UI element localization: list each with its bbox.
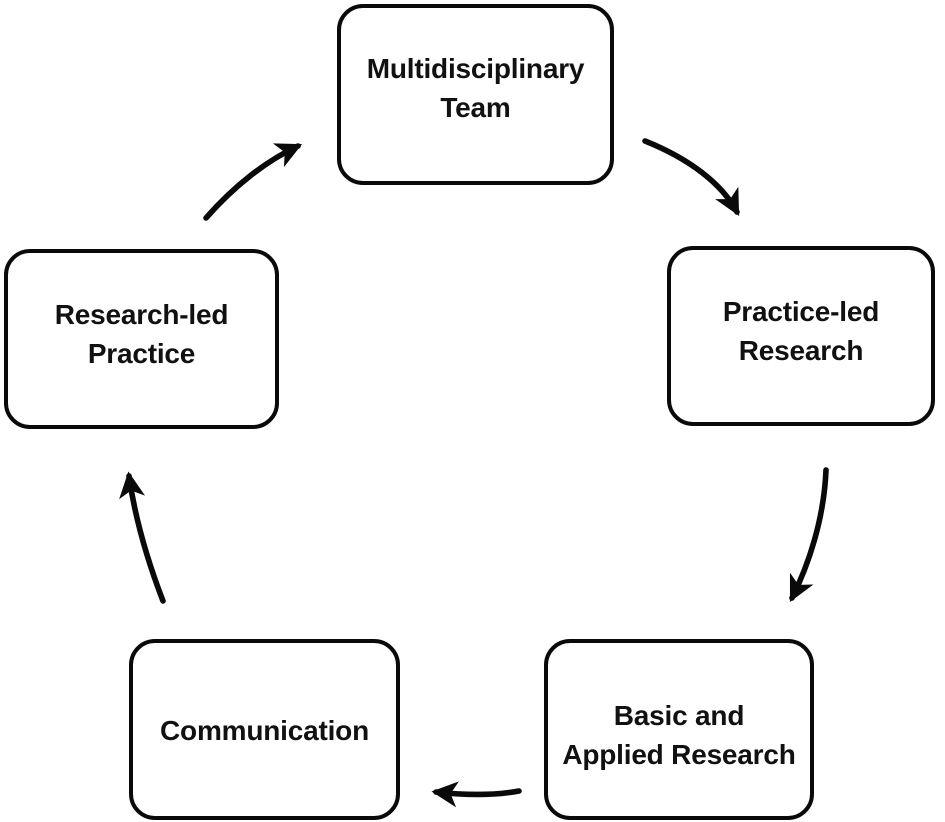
edge-team-to-practice-led-research [642,138,740,216]
edge-basic-applied-to-communication [431,781,522,808]
node-multidisciplinary-team-label: Multidisciplinary Team [366,52,585,123]
node-basic-and-applied-research-label: Basic and Applied Research [562,699,796,770]
node-practice-led-research-label: Practice-led Research [722,296,880,366]
node-research-led-practice[interactable]: Research-led Practice [4,249,279,429]
edge-research-led-practice-to-team [203,143,303,221]
node-basic-and-applied-research[interactable]: Basic and Applied Research [544,639,814,820]
edge-practice-led-research-to-basic-applied [789,467,829,603]
node-practice-led-research[interactable]: Practice-led Research [667,246,935,426]
node-communication[interactable]: Communication [129,639,400,820]
node-communication-label: Communication [160,715,369,747]
node-multidisciplinary-team[interactable]: Multidisciplinary Team [337,4,614,185]
edge-communication-to-research-led-practice [119,471,166,604]
node-research-led-practice-label: Research-led Practice [54,299,229,369]
